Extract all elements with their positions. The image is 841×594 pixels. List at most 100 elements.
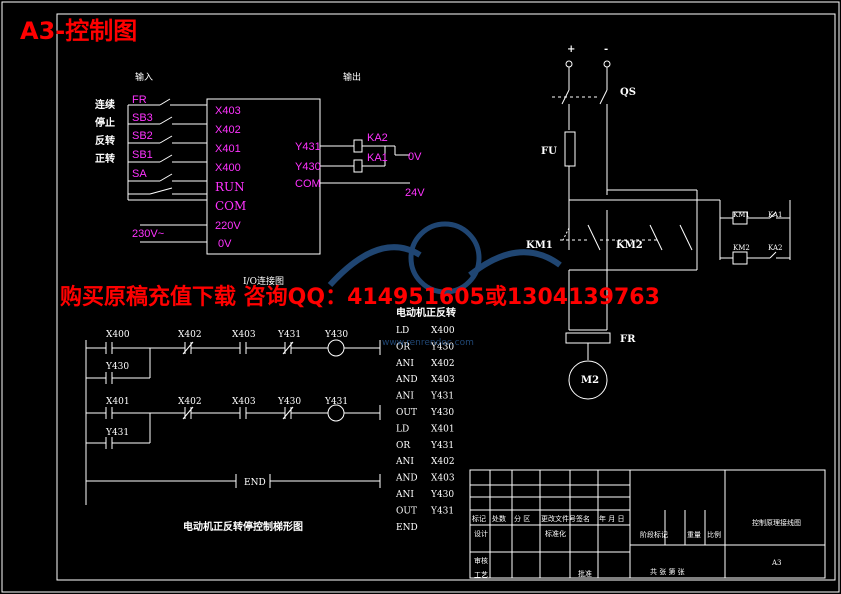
row-label-count: 处数 — [492, 514, 506, 523]
instruction-op: LD — [396, 326, 409, 336]
input-wiring — [127, 98, 207, 243]
label-fu: FU — [541, 146, 557, 157]
instruction-operand: Y431 — [430, 506, 454, 516]
switch-sb1: SB1 — [132, 149, 153, 161]
drawing-name: 控制原理接线图 — [752, 518, 801, 527]
process-label: 工艺 — [474, 571, 488, 579]
scale-label: 比例 — [707, 530, 721, 539]
instruction-title: 电动机正反转 — [396, 306, 456, 319]
instruction-operand: X401 — [431, 424, 455, 434]
power-circuit: + - — [526, 44, 791, 400]
row-label-sign: 签名 — [576, 514, 590, 523]
instruction-operand: Y430 — [430, 342, 454, 352]
out-supply-0v: 0V — [408, 151, 422, 163]
rung1-parallel: Y430 — [105, 362, 129, 372]
row-label-mark: 标记 — [472, 514, 486, 523]
plc-output-y430: Y430 — [295, 161, 321, 173]
watermark-url: www.renrendoc.com — [382, 338, 474, 348]
ladder-rails — [85, 339, 381, 505]
instruction-operand: X403 — [431, 375, 455, 385]
weight-label: 重量 — [687, 531, 701, 539]
rung2-contact-1: X401 — [106, 397, 130, 407]
plc-input-0v: 0V — [218, 238, 232, 250]
io-caption: I/O连接图 — [243, 275, 284, 287]
instruction-operand: Y431 — [430, 441, 454, 451]
rung1-contact-2: X402 — [178, 330, 202, 340]
rung1-contact-4: Y431 — [277, 330, 301, 340]
label-km2: KM2 — [616, 240, 643, 251]
ladder-diagram: X400 X402 X403 Y431 Y430 Y430 X401 X402 … — [85, 330, 381, 533]
rung2-coil: Y431 — [324, 397, 348, 407]
inner-frame — [56, 13, 836, 581]
instruction-op: ANI — [395, 490, 414, 500]
sheets-label: 共 张 第 张 — [650, 567, 685, 576]
switch-sb2: SB2 — [132, 130, 153, 142]
rung1-coil: Y430 — [324, 330, 348, 340]
supply-label: 230V~ — [132, 228, 164, 240]
inputs-header: 输入 — [135, 71, 153, 83]
approve-label: 批准 — [578, 569, 592, 578]
instruction-op: ANI — [395, 392, 414, 402]
sheet-title: A3-控制图 — [20, 17, 137, 45]
instruction-operand: X402 — [431, 457, 455, 467]
row-label-change: 更改文件号 — [541, 514, 576, 523]
contact-ka2: KA2 — [768, 244, 782, 252]
title-block: 标记 处数 分 区 更改文件号 签名 年 月 日 设计 标准化 阶段标记 重量 … — [469, 469, 826, 579]
standardization-label: 标准化 — [545, 529, 566, 538]
instruction-op: AND — [395, 474, 418, 484]
instruction-op: OUT — [396, 506, 417, 516]
label-km1: KM1 — [526, 240, 553, 251]
out-supply-24v: 24V — [405, 187, 425, 199]
contact-ka1: KA1 — [768, 211, 782, 219]
instruction-op: LD — [396, 424, 409, 434]
review-label: 审核 — [474, 556, 488, 565]
coil-km2: KM2 — [733, 244, 750, 252]
coil-km1: KM1 — [733, 211, 750, 219]
design-label: 设计 — [474, 529, 488, 538]
motor-label: M2 — [581, 375, 599, 386]
instruction-operand: Y430 — [430, 490, 454, 500]
instruction-operand: Y430 — [430, 408, 454, 418]
label-continuous: 连续 — [95, 98, 115, 111]
relay-ka1: KA1 — [367, 152, 388, 164]
terminal-plus: + — [567, 44, 575, 55]
rung2-parallel: Y431 — [105, 428, 129, 438]
outputs-header: 输出 — [343, 71, 361, 83]
rung1-contact-3: X403 — [232, 330, 256, 340]
relay-ka2: KA2 — [367, 132, 388, 144]
switch-sb3: SB3 — [132, 112, 153, 124]
output-wiring — [320, 139, 410, 184]
instruction-operand: X402 — [431, 359, 455, 369]
watermark-text: 购买原稿充值下载 咨询QQ：414951605或1304139763 — [60, 284, 660, 310]
sheet-size: A3 — [771, 559, 782, 567]
plc-input-run: RUN — [215, 180, 245, 194]
instruction-op: AND — [395, 375, 418, 385]
ladder-caption: 电动机正反转停控制梯形图 — [183, 520, 303, 533]
plc-input-x401: X401 — [215, 143, 241, 155]
rung1-contact-1: X400 — [106, 330, 130, 340]
rung2-contact-4: Y430 — [277, 397, 301, 407]
instruction-operand: X403 — [431, 474, 455, 484]
plc-input-x402: X402 — [215, 124, 241, 136]
label-reverse: 反转 — [95, 134, 115, 147]
row-label-date: 年 月 日 — [599, 514, 624, 523]
switch-sa: SA — [132, 168, 147, 180]
power-wiring — [552, 60, 791, 400]
instruction-op: END — [396, 523, 418, 533]
instruction-op: ANI — [395, 457, 414, 467]
row-label-zone: 分 区 — [514, 514, 530, 523]
terminal-minus: - — [604, 44, 608, 55]
plc-input-x403: X403 — [215, 105, 241, 117]
label-fr: FR — [620, 334, 636, 345]
ladder-end: END — [244, 478, 266, 488]
plc-input-x400: X400 — [215, 162, 241, 174]
label-qs: QS — [620, 87, 636, 98]
plc-input-com: COM — [215, 199, 246, 213]
rung2-contact-2: X402 — [178, 397, 202, 407]
plc-input-220v: 220V — [215, 220, 241, 232]
watermark-logo: www.renrendoc.com — [327, 221, 562, 348]
instruction-op: OR — [396, 342, 410, 352]
